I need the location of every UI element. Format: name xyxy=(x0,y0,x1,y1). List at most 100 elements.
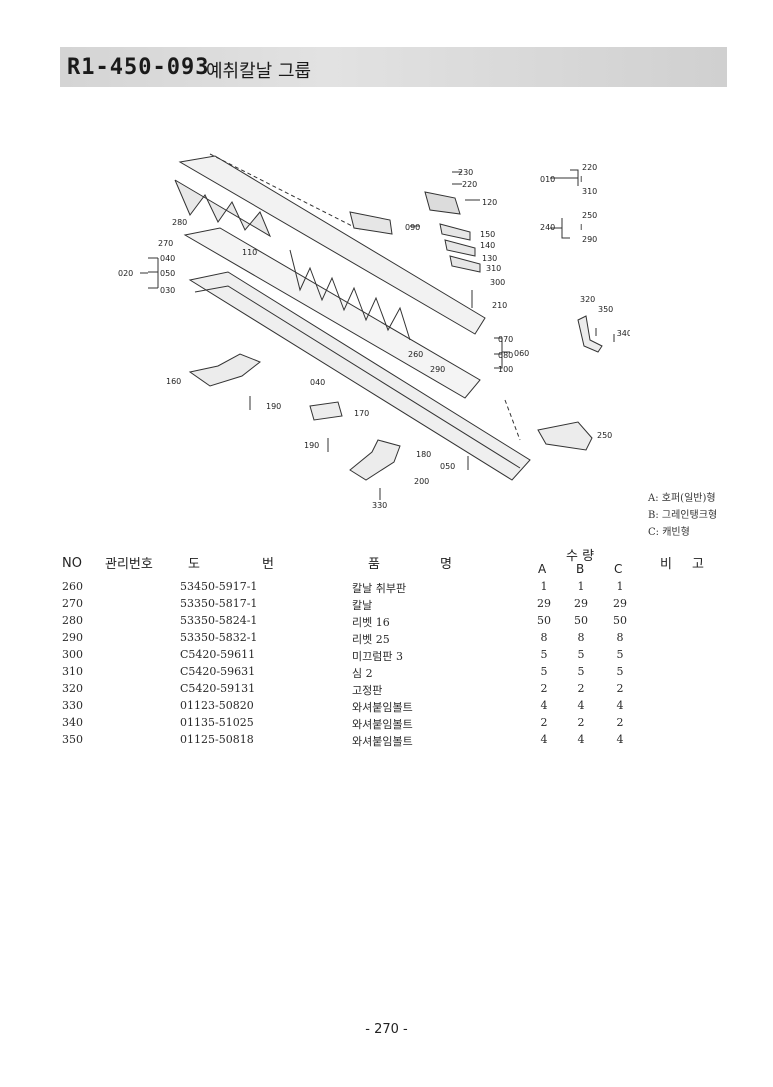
exploded-parts-diagram: 010 220 I 310 240 250 I 290 230 220 120 … xyxy=(118,153,630,510)
page-heading: 예취칼날 그룹 xyxy=(206,61,312,82)
label-300: 300 xyxy=(490,278,505,287)
qty-c: 50 xyxy=(613,614,627,627)
label-350: 350 xyxy=(598,305,613,314)
label-dash: I xyxy=(580,175,582,184)
label-170: 170 xyxy=(354,409,369,418)
label-140: 140 xyxy=(480,241,495,250)
label-220: 220 xyxy=(582,163,597,172)
drawing-number: C5420-59131 xyxy=(180,682,256,695)
drawing-number: 53350-5817-1 xyxy=(180,597,258,610)
knife-bar xyxy=(183,227,481,399)
col-header-c: C xyxy=(614,562,623,576)
label-020: 020 xyxy=(118,269,133,278)
label-060: 060 xyxy=(514,349,529,358)
drawing-number: 01125-50818 xyxy=(180,733,254,746)
label-100: 100 xyxy=(498,365,513,374)
part-no: 280 xyxy=(62,614,83,627)
qty-b: 2 xyxy=(577,682,585,695)
bracket-090 xyxy=(349,211,393,235)
qty-a: 5 xyxy=(540,648,548,661)
qty-c: 5 xyxy=(616,648,624,661)
drawing-number: 53350-5832-1 xyxy=(180,631,258,644)
label-270: 270 xyxy=(158,239,173,248)
qty-b: 1 xyxy=(577,580,585,593)
label-dash2: I xyxy=(580,223,582,232)
col-header-a: A xyxy=(538,562,547,576)
label-320: 320 xyxy=(580,295,595,304)
label-190b: 190 xyxy=(304,441,319,450)
label-330: 330 xyxy=(372,501,387,510)
label-110: 110 xyxy=(242,248,257,257)
label-230: 230 xyxy=(458,168,473,177)
bracket-320 xyxy=(577,315,603,353)
drawing-number: 01135-51025 xyxy=(180,716,254,729)
label-280: 280 xyxy=(172,218,187,227)
part-no: 350 xyxy=(62,733,83,746)
qty-a: 4 xyxy=(540,733,548,746)
qty-c: 29 xyxy=(613,597,627,610)
drawing-number: 53450-5917-1 xyxy=(180,580,258,593)
part-name: 와셔붙임볼트 xyxy=(352,701,413,714)
col-header-pum: 품 xyxy=(368,557,380,572)
label-080: 080 xyxy=(498,351,513,360)
label-220b: 220 xyxy=(462,180,477,189)
part-no: 300 xyxy=(62,648,83,661)
qty-b: 4 xyxy=(577,733,585,746)
drawing-number: C5420-59631 xyxy=(180,665,256,678)
label-210: 210 xyxy=(492,301,507,310)
col-header-beon: 번 xyxy=(262,557,274,572)
drawing-number: 53350-5824-1 xyxy=(180,614,258,627)
page-number: - 270 - xyxy=(365,1022,408,1037)
label-150: 150 xyxy=(480,230,495,239)
label-040b: 040 xyxy=(310,378,325,387)
drawing-number: 01123-50820 xyxy=(180,699,254,712)
label-160: 160 xyxy=(166,377,181,386)
label-180: 180 xyxy=(416,450,431,459)
part-name: 리벳 16 xyxy=(352,616,390,629)
part-name: 칼날 취부판 xyxy=(352,582,407,595)
table-row: 350 01125-50818 와셔붙임볼트 4 4 4 xyxy=(0,733,773,750)
part-name: 미끄럼판 3 xyxy=(352,650,403,663)
bracket-250 xyxy=(537,421,593,451)
label-340: 340 xyxy=(617,329,630,338)
label-200: 200 xyxy=(414,477,429,486)
legend-c: C: 캐빈형 xyxy=(648,527,690,538)
qty-c: 4 xyxy=(616,733,624,746)
qty-b: 5 xyxy=(577,648,585,661)
header-bar xyxy=(60,47,727,87)
guard-bar-upper xyxy=(178,155,486,335)
qty-c: 4 xyxy=(616,699,624,712)
page-code: R1-450-093 xyxy=(67,55,210,80)
col-header-go: 고 xyxy=(692,557,704,572)
label-040: 040 xyxy=(160,254,175,263)
label-050b: 050 xyxy=(440,462,455,471)
part-name: 와셔붙임볼트 xyxy=(352,718,413,731)
legend-b: B: 그레인탱크형 xyxy=(648,510,718,521)
qty-c: 5 xyxy=(616,665,624,678)
qty-a: 1 xyxy=(540,580,548,593)
col-header-no: NO xyxy=(62,556,82,571)
part-name: 심 2 xyxy=(352,667,373,680)
part-no: 320 xyxy=(62,682,83,695)
col-header-b: B xyxy=(576,562,585,576)
qty-a: 8 xyxy=(540,631,548,644)
part-name: 와셔붙임볼트 xyxy=(352,735,413,748)
label-010: 010 xyxy=(540,175,555,184)
support-bar-inner xyxy=(194,285,521,469)
part-name: 리벳 25 xyxy=(352,633,390,646)
label-290b: 290 xyxy=(430,365,445,374)
qty-b: 2 xyxy=(577,716,585,729)
part-name: 칼날 xyxy=(352,599,373,612)
label-050: 050 xyxy=(160,269,175,278)
label-310b: 310 xyxy=(486,264,501,273)
label-240: 240 xyxy=(540,223,555,232)
qty-a: 2 xyxy=(540,716,548,729)
qty-a: 4 xyxy=(540,699,548,712)
qty-b: 4 xyxy=(577,699,585,712)
slide-stack xyxy=(424,191,461,215)
